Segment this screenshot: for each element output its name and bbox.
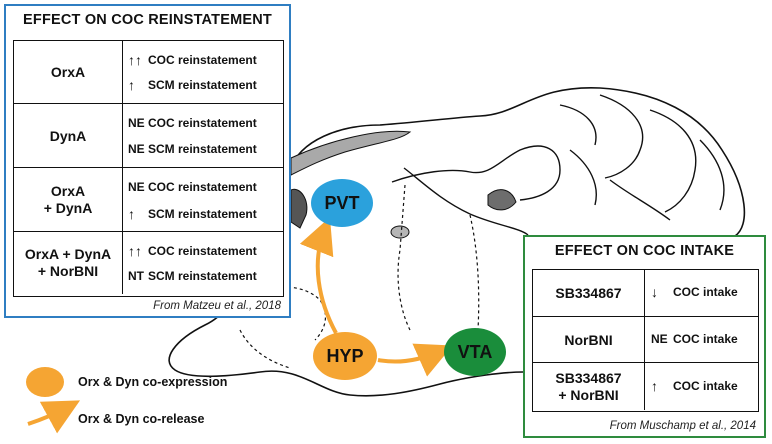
reinstatement-table: OrxA ↑↑COC reinstatement ↑SCM reinstatem… xyxy=(13,40,284,297)
coc-intake-panel: EFFECT ON COC INTAKE SB334867 ↓COC intak… xyxy=(523,235,766,438)
hyp-label: HYP xyxy=(326,345,364,366)
panel-title: EFFECT ON COC REINSTATEMENT xyxy=(23,12,272,28)
legend-coexpression-dot xyxy=(26,367,64,397)
panel-title: EFFECT ON COC INTAKE xyxy=(554,243,735,259)
legend-corelease-label: Orx & Dyn co-release xyxy=(78,412,205,426)
table-row: OrxA ↑↑COC reinstatement ↑SCM reinstatem… xyxy=(14,41,283,103)
treatment-name: SB334867+ NorBNI xyxy=(533,363,645,410)
coc-reinstatement-panel: EFFECT ON COC REINSTATEMENT OrxA ↑↑COC r… xyxy=(4,4,291,318)
small-nucleus xyxy=(390,225,410,239)
ventricle xyxy=(290,188,308,229)
effect-line: ↑COC intake xyxy=(651,378,738,394)
dashed-boundary-4 xyxy=(239,329,291,369)
hyp-region: HYP xyxy=(313,332,377,380)
table-row: SB334867 ↓COC intake xyxy=(533,270,758,316)
effect-line: ↑↑COC reinstatement xyxy=(128,243,257,259)
effect-line: ↑SCM reinstatement xyxy=(128,77,257,93)
table-row: SB334867+ NorBNI ↑COC intake xyxy=(533,362,758,410)
table-row: OrxA + DynA+ NorBNI ↑↑COC reinstatement … xyxy=(14,231,283,294)
legend-corelease-arrow xyxy=(27,400,81,434)
treatment-name: OrxA + DynA+ NorBNI xyxy=(14,232,123,294)
arrow-hyp-to-vta xyxy=(377,343,453,377)
treatment-name: SB334867 xyxy=(533,270,645,316)
dashed-boundary-3 xyxy=(469,214,480,331)
effect-line: ↓COC intake xyxy=(651,284,738,300)
midbrain-line xyxy=(403,167,529,236)
treatment-name: NorBNI xyxy=(533,317,645,363)
ventricle-2 xyxy=(487,189,517,211)
vta-label: VTA xyxy=(457,341,493,362)
arrow-hyp-to-pvt xyxy=(299,217,338,334)
dashed-boundary-2 xyxy=(397,184,411,331)
cerebellum-folds xyxy=(559,94,725,221)
effect-line: ↑SCM reinstatement xyxy=(128,206,257,222)
corpus-callosum xyxy=(290,130,412,176)
citation: From Matzeu et al., 2018 xyxy=(153,300,281,312)
legend-coexpression-label: Orx & Dyn co-expression xyxy=(78,375,228,389)
pvt-region: PVT xyxy=(311,179,373,227)
hippocampus-line xyxy=(391,145,561,201)
pvt-label: PVT xyxy=(324,192,360,213)
treatment-name: DynA xyxy=(14,104,123,168)
citation: From Muschamp et al., 2014 xyxy=(609,420,756,432)
treatment-name: OrxA xyxy=(14,41,123,103)
effect-line: ↑↑COC reinstatement xyxy=(128,52,257,68)
vta-region: VTA xyxy=(444,328,506,376)
treatment-name: OrxA+ DynA xyxy=(14,168,123,232)
